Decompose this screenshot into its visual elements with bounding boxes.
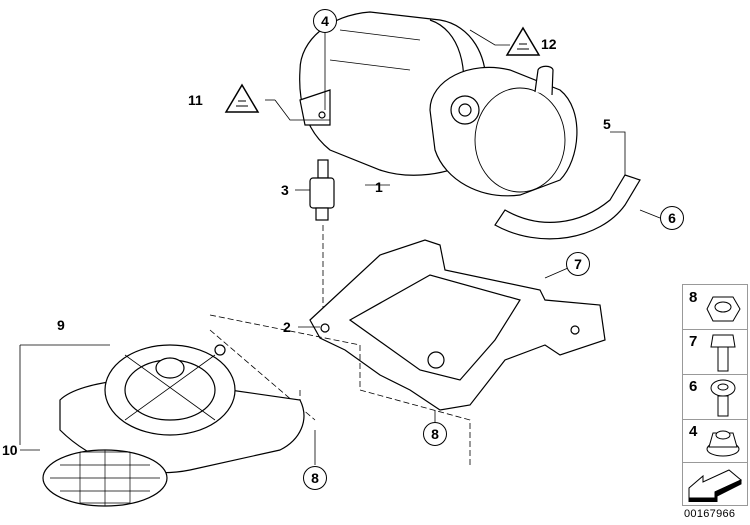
legend-label: 4 (689, 423, 698, 440)
warning-label-icon (224, 83, 260, 113)
fluid-reservoir (429, 65, 578, 197)
warning-label-icon (505, 26, 541, 56)
callout-8: 8 (303, 466, 327, 490)
fan-assembly (59, 344, 305, 474)
callout-3: 3 (281, 182, 289, 198)
callout-7: 7 (566, 252, 590, 276)
legend-row: 8 (683, 285, 747, 330)
legend-label: 7 (689, 333, 698, 350)
callout-10: 10 (2, 442, 18, 458)
carrier-frame (309, 239, 606, 411)
flange-nut-icon (706, 430, 740, 457)
socket-bolt-icon (710, 379, 736, 417)
callout-4: 4 (313, 9, 337, 33)
callout-9: 9 (57, 317, 65, 333)
legend-row: 7 (683, 329, 747, 375)
document-number: 00167966 (684, 508, 736, 520)
legend-label: 8 (689, 289, 698, 306)
direction-arrow-icon (688, 469, 742, 502)
callout-8: 8 (423, 422, 447, 446)
fan-grille (42, 449, 168, 507)
mount-bracket (299, 89, 331, 126)
legend-row: 4 (683, 419, 747, 463)
callout-12: 12 (541, 36, 557, 52)
rubber-mount (309, 159, 335, 221)
legend-label: 6 (689, 378, 698, 395)
hex-flange-bolt-icon (710, 334, 736, 372)
legend-row (683, 462, 747, 506)
callout-1: 1 (375, 179, 383, 195)
callout-11: 11 (188, 92, 203, 108)
callout-5: 5 (603, 116, 611, 132)
hex-nut-icon (706, 296, 741, 322)
support-strap (494, 174, 641, 240)
fastener-legend: 8 7 6 4 (682, 284, 748, 506)
callout-2: 2 (283, 319, 291, 335)
callout-6: 6 (660, 206, 684, 230)
legend-row: 6 (683, 374, 747, 420)
